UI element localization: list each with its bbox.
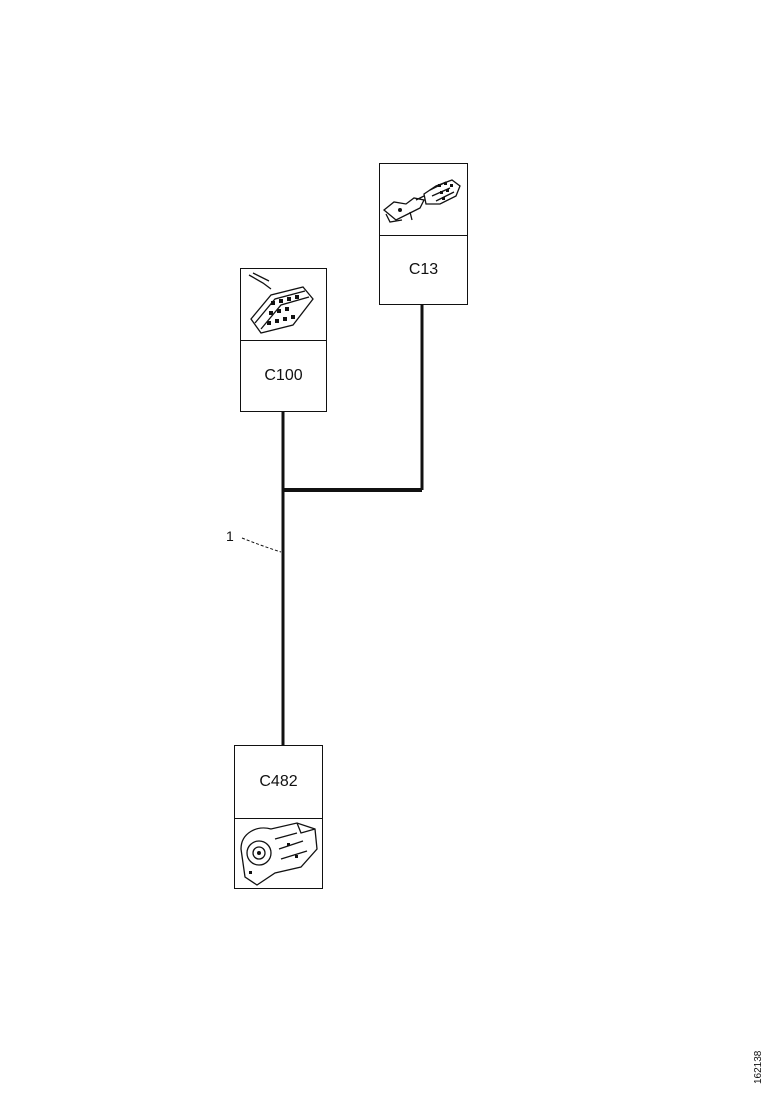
connector-c100-label: C100 <box>264 367 303 384</box>
connector-plug-icon <box>380 164 467 234</box>
wire-callout-label: 1 <box>226 528 234 544</box>
box-divider <box>380 235 467 236</box>
connector-c13[interactable]: C13 <box>379 163 468 305</box>
callout-leader <box>241 537 282 553</box>
reference-code: 162138 <box>753 1050 764 1084</box>
connector-c13-label: C13 <box>408 261 439 278</box>
transmission-component-icon <box>235 819 322 888</box>
connector-c482-label: C482 <box>259 773 298 790</box>
connector-block-icon <box>241 269 326 339</box>
box-divider <box>235 818 322 819</box>
connector-c482[interactable]: C482 <box>234 745 323 889</box>
connector-c100[interactable]: C100 <box>240 268 327 412</box>
box-divider <box>241 340 326 341</box>
